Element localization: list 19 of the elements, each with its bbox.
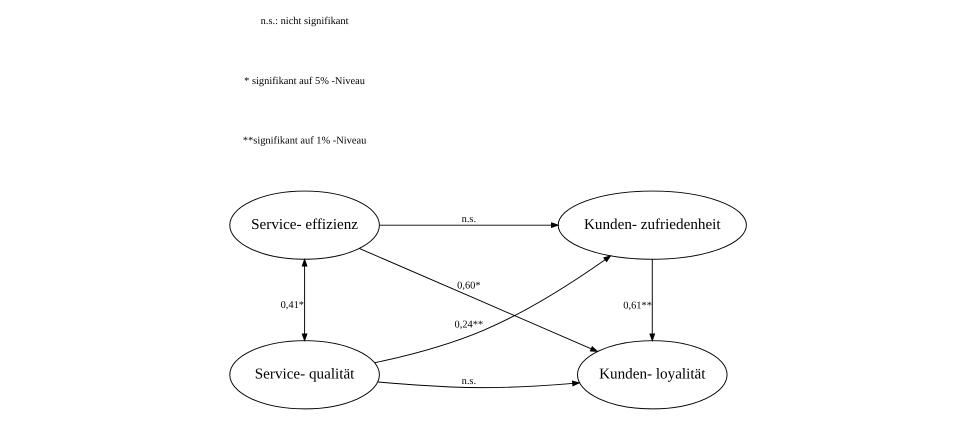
edge-label: 0,61** (622, 300, 652, 312)
node-ellipse: Kunden- loyalität (576, 340, 728, 410)
edge-label: n.s. (461, 376, 476, 388)
node-ellipse: Kunden- zufriedenheit (557, 190, 746, 260)
arrow (301, 258, 308, 342)
label: * signifikant auf 5% -Niveau (244, 76, 364, 87)
label: **signifikant auf 1% -Niveau (242, 136, 366, 147)
arrow (378, 222, 560, 228)
edge-label: 0,41* (280, 300, 304, 312)
node-ellipse: Service- effizienz (228, 190, 380, 260)
edge-label: n.s. (461, 214, 476, 226)
arrow (377, 380, 580, 388)
node-ellipse: Service- qualität (228, 340, 380, 410)
label: n.s.: nicht signifikant (260, 16, 348, 28)
arrow (374, 255, 612, 364)
arrow (358, 248, 598, 352)
arrow (648, 258, 655, 342)
edge-label: 0,24** (454, 319, 483, 330)
edge-label: 0,60* (456, 280, 480, 292)
